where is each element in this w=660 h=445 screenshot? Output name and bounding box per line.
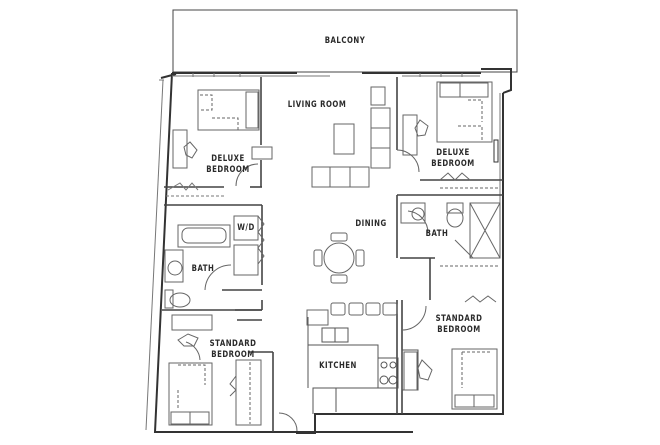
standard-bedroom-right-line1: STANDARD: [435, 314, 483, 324]
bath-left-fixtures: [164, 215, 265, 309]
standard-bedroom-right-label: STANDARD BEDROOM: [432, 314, 486, 336]
bed-deluxe-right: [402, 81, 500, 189]
bed-standard-left: [168, 314, 262, 426]
standard-bedroom-left-line2: BEDROOM: [211, 350, 255, 360]
deluxe-bedroom-right-line2: BEDROOM: [431, 159, 475, 169]
exterior-walls: [153, 68, 512, 434]
balcony-label: BALCONY: [324, 36, 366, 46]
kitchen-label: KITCHEN: [319, 361, 357, 371]
standard-bedroom-left-line1: STANDARD: [209, 339, 257, 349]
deluxe-bedroom-left-line2: BEDROOM: [206, 165, 250, 175]
bath-left-label: BATH: [191, 264, 215, 274]
bath-right-fixtures: [400, 202, 501, 259]
standard-bedroom-right-line2: BEDROOM: [437, 325, 481, 335]
dining-table: [313, 232, 365, 284]
bed-deluxe-left: [172, 89, 260, 169]
windows: [145, 73, 501, 431]
interior-walls: [162, 77, 503, 432]
balcony-outline: [172, 9, 518, 73]
deluxe-bedroom-left-label: DELUXE BEDROOM: [205, 154, 251, 176]
dining-label: DINING: [355, 219, 387, 229]
door-swings: [185, 149, 429, 432]
bar-stools: [306, 302, 398, 326]
deluxe-bedroom-right-line1: DELUXE: [436, 148, 470, 158]
bed-standard-right: [403, 265, 500, 410]
closet-left: [166, 182, 224, 197]
living-furniture: [251, 86, 391, 188]
deluxe-bedroom-right-label: DELUXE BEDROOM: [430, 148, 476, 170]
washer-dryer-label: W/D: [237, 223, 255, 233]
living-room-label: LIVING ROOM: [287, 100, 347, 110]
kitchen-counters: [307, 317, 419, 414]
deluxe-bedroom-left-line1: DELUXE: [211, 154, 245, 164]
standard-bedroom-left-label: STANDARD BEDROOM: [206, 339, 260, 361]
bath-right-label: BATH: [425, 229, 449, 239]
